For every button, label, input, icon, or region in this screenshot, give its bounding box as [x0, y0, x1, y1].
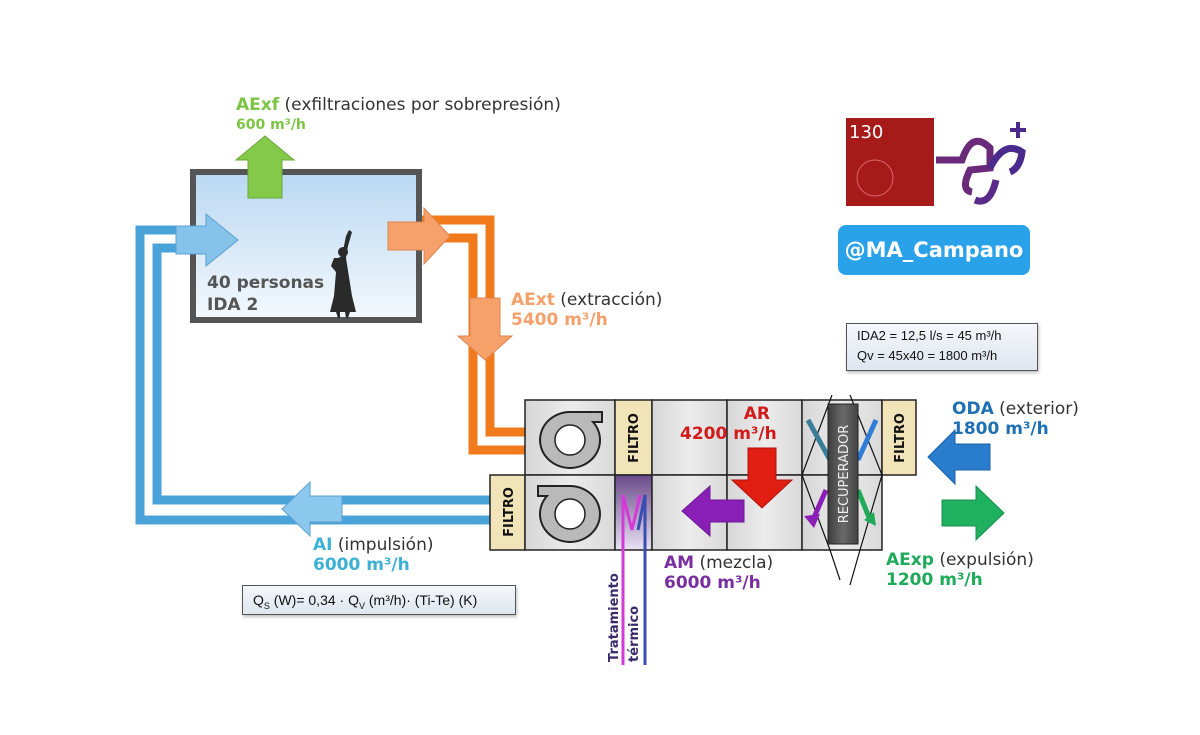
- room-category: IDA 2: [207, 295, 259, 315]
- supply-label: AI (impulsión) 6000 m³/h: [313, 535, 433, 575]
- calc-line-2: Qv = 45x40 = 1800 m³/h: [857, 348, 998, 363]
- recirculation-code: AR: [743, 404, 770, 424]
- formula-part1: (W)= 0,34 · Q: [269, 592, 359, 608]
- extract-fan-icon: [539, 411, 603, 469]
- mixing-description: (mezcla): [699, 553, 774, 573]
- outdoor-air-arrow-icon: [927, 428, 991, 486]
- exfiltration-description: (exfiltraciones por sobrepresión): [284, 95, 561, 115]
- mix-recovery-arrowhead-icon: [804, 514, 820, 528]
- supply-description: (impulsión): [337, 535, 434, 555]
- mixing-flow: 6000 m³/h: [664, 573, 761, 593]
- return-recovery-arrow-icon: [805, 418, 833, 462]
- supply-fan-icon: [537, 485, 601, 543]
- extraction-down-arrow-icon: [456, 297, 514, 361]
- filter-label-outdoor: FILTRO: [893, 413, 908, 463]
- exfiltration-code: AExf: [236, 95, 280, 115]
- formula-q-sub: S: [263, 600, 270, 611]
- formula-q: Q: [253, 592, 264, 608]
- exfiltration-arrow-icon: [234, 135, 296, 199]
- recirculation-flow: 4200 m³/h: [680, 424, 777, 444]
- supply-flow: 6000 m³/h: [313, 555, 410, 575]
- filter-label-extract: FILTRO: [627, 413, 642, 463]
- outdoor-label: ODA (exterior) 1800 m³/h: [952, 399, 1079, 439]
- outdoor-description: (exterior): [999, 399, 1079, 419]
- exhaust-code: AExp: [886, 550, 934, 570]
- formula-qv-sub: V: [358, 600, 365, 611]
- exhaust-description: (expulsión): [939, 550, 1034, 570]
- recirculation-label: AR 4200 m³/h: [680, 404, 777, 444]
- mixing-label: AM (mezcla) 6000 m³/h: [664, 553, 773, 593]
- extraction-outlet-arrow-icon: [387, 206, 451, 266]
- room-occupants: 40 personas: [207, 273, 325, 293]
- exhaust-label: AExp (expulsión) 1200 m³/h: [886, 550, 1034, 590]
- calc-line-1: IDA2 = 12,5 l/s = 45 m³/h: [857, 328, 1002, 343]
- heating-coil-icon: [621, 494, 647, 665]
- mixing-code: AM: [664, 553, 695, 573]
- room-occupancy-label: 40 personas IDA 2: [207, 272, 324, 316]
- outdoor-recovery-arrow-icon: [855, 418, 879, 462]
- outdoor-flow: 1800 m³/h: [952, 419, 1049, 439]
- formula-part2: (m³/h)· (Ti-Te) (K): [365, 592, 478, 608]
- thermal-treatment-label-2: térmico: [627, 606, 642, 662]
- exhaust-flow: 1200 m³/h: [886, 570, 983, 590]
- extraction-code: AExt: [511, 290, 555, 310]
- exhaust-air-arrow-icon: [941, 484, 1005, 542]
- exfiltration-label: AExf (exfiltraciones por sobrepresión) 6…: [236, 95, 561, 135]
- exfiltration-flow: 600 m³/h: [236, 117, 306, 133]
- mixing-arrow-icon: [681, 484, 745, 538]
- supply-inlet-arrow-icon: [175, 212, 239, 268]
- filter-label-supply: FILTRO: [502, 487, 517, 537]
- person-silhouette-icon: [330, 230, 356, 318]
- logo-number: 130: [849, 122, 883, 143]
- heat-recovery-unit: [827, 403, 859, 545]
- outdoor-code: ODA: [952, 399, 994, 419]
- exhaust-recovery-arrowhead-icon: [864, 512, 876, 526]
- extraction-flow: 5400 m³/h: [511, 310, 608, 330]
- exhaust-recovery-arrow-icon: [855, 489, 873, 521]
- sensible-heat-formula: QS (W)= 0,34 · QV (m³/h)· (Ti-Te) (K): [242, 585, 516, 615]
- extraction-label: AExt (extracción) 5400 m³/h: [511, 290, 662, 330]
- extraction-description: (extracción): [560, 290, 663, 310]
- ventilation-calc-box: IDA2 = 12,5 l/s = 45 m³/h Qv = 45x40 = 1…: [846, 323, 1038, 371]
- recirculation-arrow-icon: [730, 447, 794, 509]
- institution-logo: 130: [846, 118, 1026, 206]
- thermal-treatment-label-1: Tratamiento: [607, 573, 622, 662]
- recovery-label: RECUPERADOR: [837, 425, 852, 524]
- twitter-bird-icon: [786, 235, 826, 266]
- twitter-handle[interactable]: @MA_Campano: [838, 225, 1030, 275]
- supply-arrow-icon: [281, 480, 343, 538]
- supply-code: AI: [313, 535, 333, 555]
